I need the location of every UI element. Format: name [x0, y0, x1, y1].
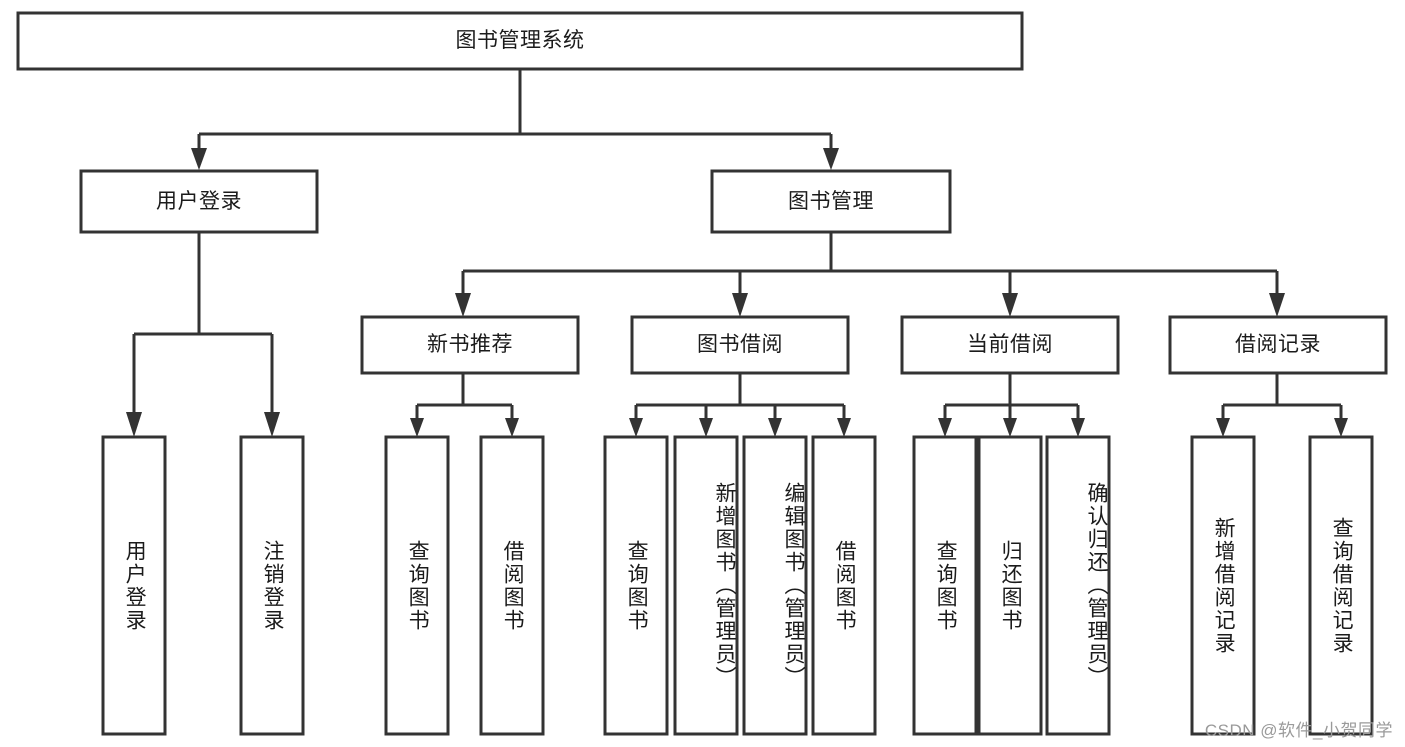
- arrow-leaf-borrow-book: [837, 418, 851, 437]
- node-box-leaf-add-book[interactable]: [673, 435, 739, 736]
- arrow-leaf-borrow-book-rec: [505, 418, 519, 437]
- node-box-borrow-record[interactable]: [1168, 315, 1388, 375]
- arrow-current-borrow: [1002, 293, 1018, 317]
- edge-user-login-to-leaves: [126, 232, 280, 437]
- arrow-leaf-query-book-rec: [410, 418, 424, 437]
- edge-current-borrow-to-leaves: [938, 373, 1085, 437]
- arrow-leaf-add-record: [1216, 418, 1230, 437]
- node-box-book-borrow[interactable]: [630, 315, 850, 375]
- node-box-leaf-query-book-borrow[interactable]: [603, 435, 669, 736]
- arrow-new-book-rec: [455, 293, 471, 317]
- arrow-leaf-query-book-borrow: [629, 418, 643, 437]
- node-box-leaf-borrow-book-rec[interactable]: [479, 435, 545, 736]
- node-box-current-borrow[interactable]: [900, 315, 1120, 375]
- arrow-leaf-logout: [264, 412, 280, 437]
- edge-root-to-level2: [191, 70, 839, 170]
- edge-new-book-rec-to-leaves: [410, 373, 519, 437]
- arrow-book-manage: [823, 148, 839, 170]
- node-box-leaf-user-login[interactable]: [101, 435, 167, 736]
- arrow-leaf-return-book: [1003, 418, 1017, 437]
- arrow-user-login: [191, 148, 207, 170]
- node-box-leaf-confirm-return[interactable]: [1045, 435, 1111, 736]
- edge-borrow-record-to-leaves: [1216, 373, 1348, 437]
- node-box-new-book-rec[interactable]: [360, 315, 580, 375]
- edge-book-borrow-to-leaves: [629, 373, 851, 437]
- node-box-user-login[interactable]: [79, 169, 319, 234]
- arrow-leaf-user-login: [126, 412, 142, 437]
- edge-book-manage-to-level3: [455, 232, 1285, 317]
- arrow-book-borrow: [732, 293, 748, 317]
- arrow-leaf-add-book: [699, 418, 713, 437]
- arrow-leaf-query-book-cur: [938, 418, 952, 437]
- node-box-leaf-logout[interactable]: [239, 435, 305, 736]
- arrow-leaf-confirm-return: [1071, 418, 1085, 437]
- node-box-leaf-return-book[interactable]: [977, 435, 1043, 736]
- watermark-text: CSDN @软件_小贺同学: [1204, 721, 1393, 740]
- node-box-leaf-borrow-book[interactable]: [811, 435, 877, 736]
- arrow-leaf-query-record: [1334, 418, 1348, 437]
- node-box-leaf-query-record[interactable]: [1308, 435, 1374, 736]
- node-box-leaf-query-book-rec[interactable]: [384, 435, 450, 736]
- node-box-leaf-edit-book[interactable]: [742, 435, 808, 736]
- arrow-borrow-record: [1269, 293, 1285, 317]
- arrow-leaf-edit-book: [768, 418, 782, 437]
- node-box-root[interactable]: [16, 11, 1024, 71]
- node-box-leaf-add-record[interactable]: [1190, 435, 1256, 736]
- node-box-book-manage[interactable]: [710, 169, 952, 234]
- node-box-leaf-query-book-cur[interactable]: [912, 435, 978, 736]
